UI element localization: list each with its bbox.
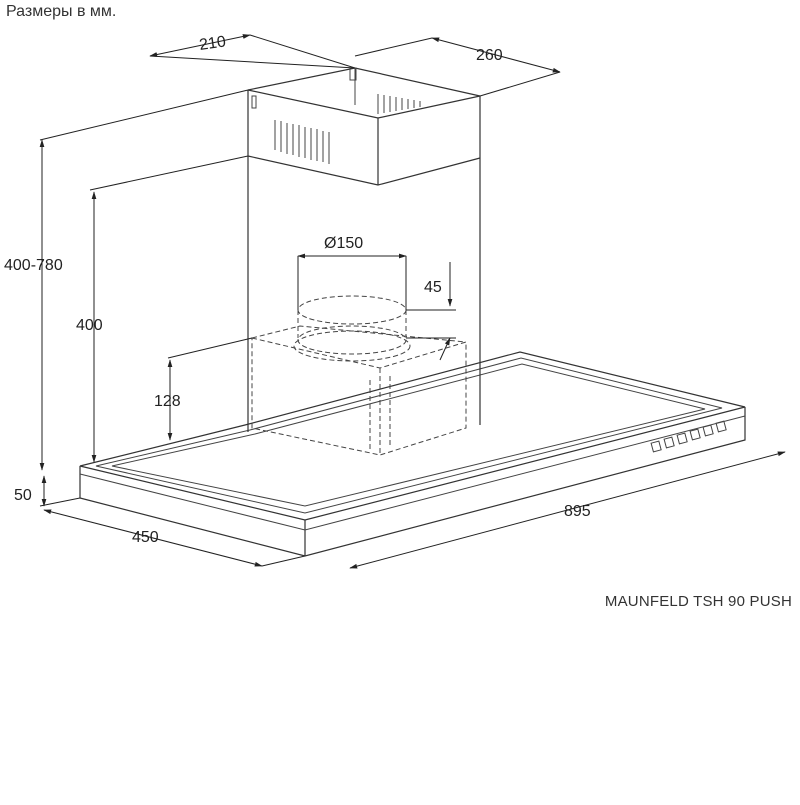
- dim-canopy-width: 895: [564, 503, 591, 520]
- dim-chimney-height: 400: [76, 317, 103, 334]
- dim-chimney-width: 210: [198, 33, 227, 54]
- dim-collar-height: 45: [424, 279, 442, 296]
- dim-motor-height: 128: [154, 393, 181, 410]
- dimensions: [39, 34, 786, 569]
- control-panel: [650, 420, 727, 453]
- model-name: MAUNFELD TSH 90 PUSH: [604, 593, 792, 610]
- dim-duct-diameter: Ø150: [324, 235, 363, 252]
- dim-chimney-depth: 260: [476, 47, 503, 64]
- dim-canopy-thickness: 50: [14, 487, 32, 504]
- dimension-labels: 210 260 400-780 400 Ø150 45 128 50 450 8…: [4, 33, 591, 546]
- dim-total-height: 400-780: [4, 257, 63, 274]
- chimney: [247, 67, 481, 432]
- units-note: Размеры в мм.: [6, 3, 117, 20]
- vent-slots-left: [274, 120, 330, 164]
- canopy: [79, 351, 746, 557]
- vent-slots-right: [377, 94, 421, 114]
- dim-canopy-depth: 450: [132, 529, 159, 546]
- motor-housing: [251, 295, 467, 456]
